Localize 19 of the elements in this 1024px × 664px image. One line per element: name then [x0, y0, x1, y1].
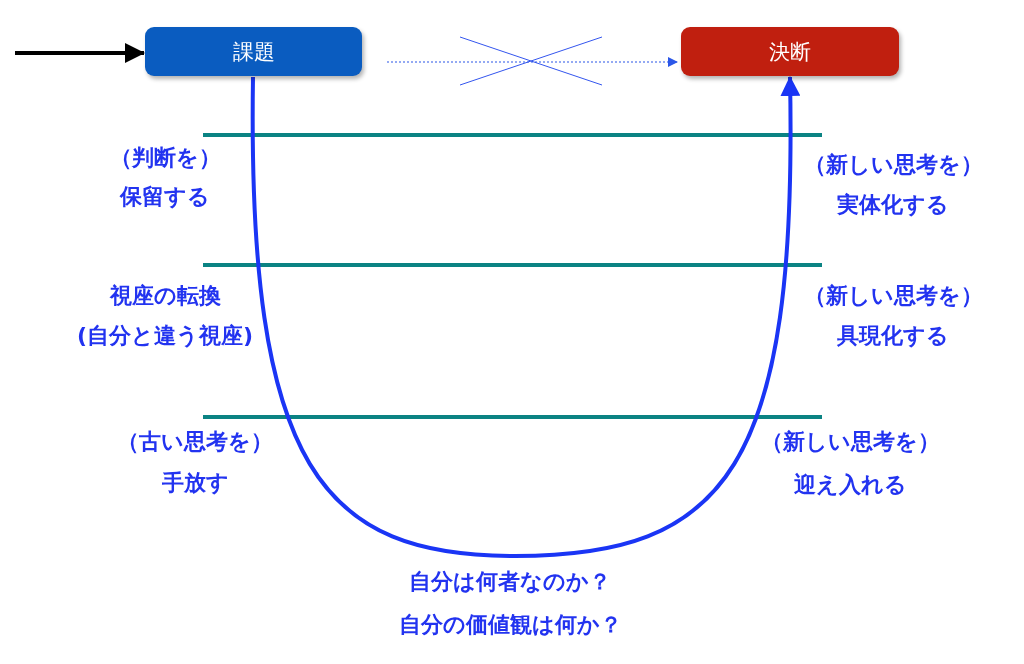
arrow	[386, 57, 678, 67]
stage-label: 自分は何者なのか？	[409, 568, 611, 596]
stage-label: （古い思考を）	[117, 428, 273, 456]
arrow	[251, 76, 801, 558]
process-box: 決断	[681, 27, 899, 76]
stage-label: （判断を）	[109, 144, 221, 172]
stage-label: 手放す	[161, 469, 229, 497]
stage-label: （新しい思考を）	[760, 428, 940, 456]
process-box: 課題	[145, 27, 362, 76]
stage-label: （新しい思考を）	[803, 151, 983, 179]
stage-label: 保留する	[120, 183, 210, 211]
stage-label: 迎え入れる	[793, 471, 907, 499]
stage-label: 実体化する	[837, 191, 949, 219]
stage-label: (自分と違う視座)	[76, 322, 254, 350]
arrow	[15, 43, 145, 63]
stage-label: 視座の転換	[109, 282, 221, 310]
stage-label: 具現化する	[837, 322, 949, 350]
stage-label: （新しい思考を）	[803, 282, 983, 310]
stage-label: 自分の価値観は何か？	[398, 611, 622, 639]
